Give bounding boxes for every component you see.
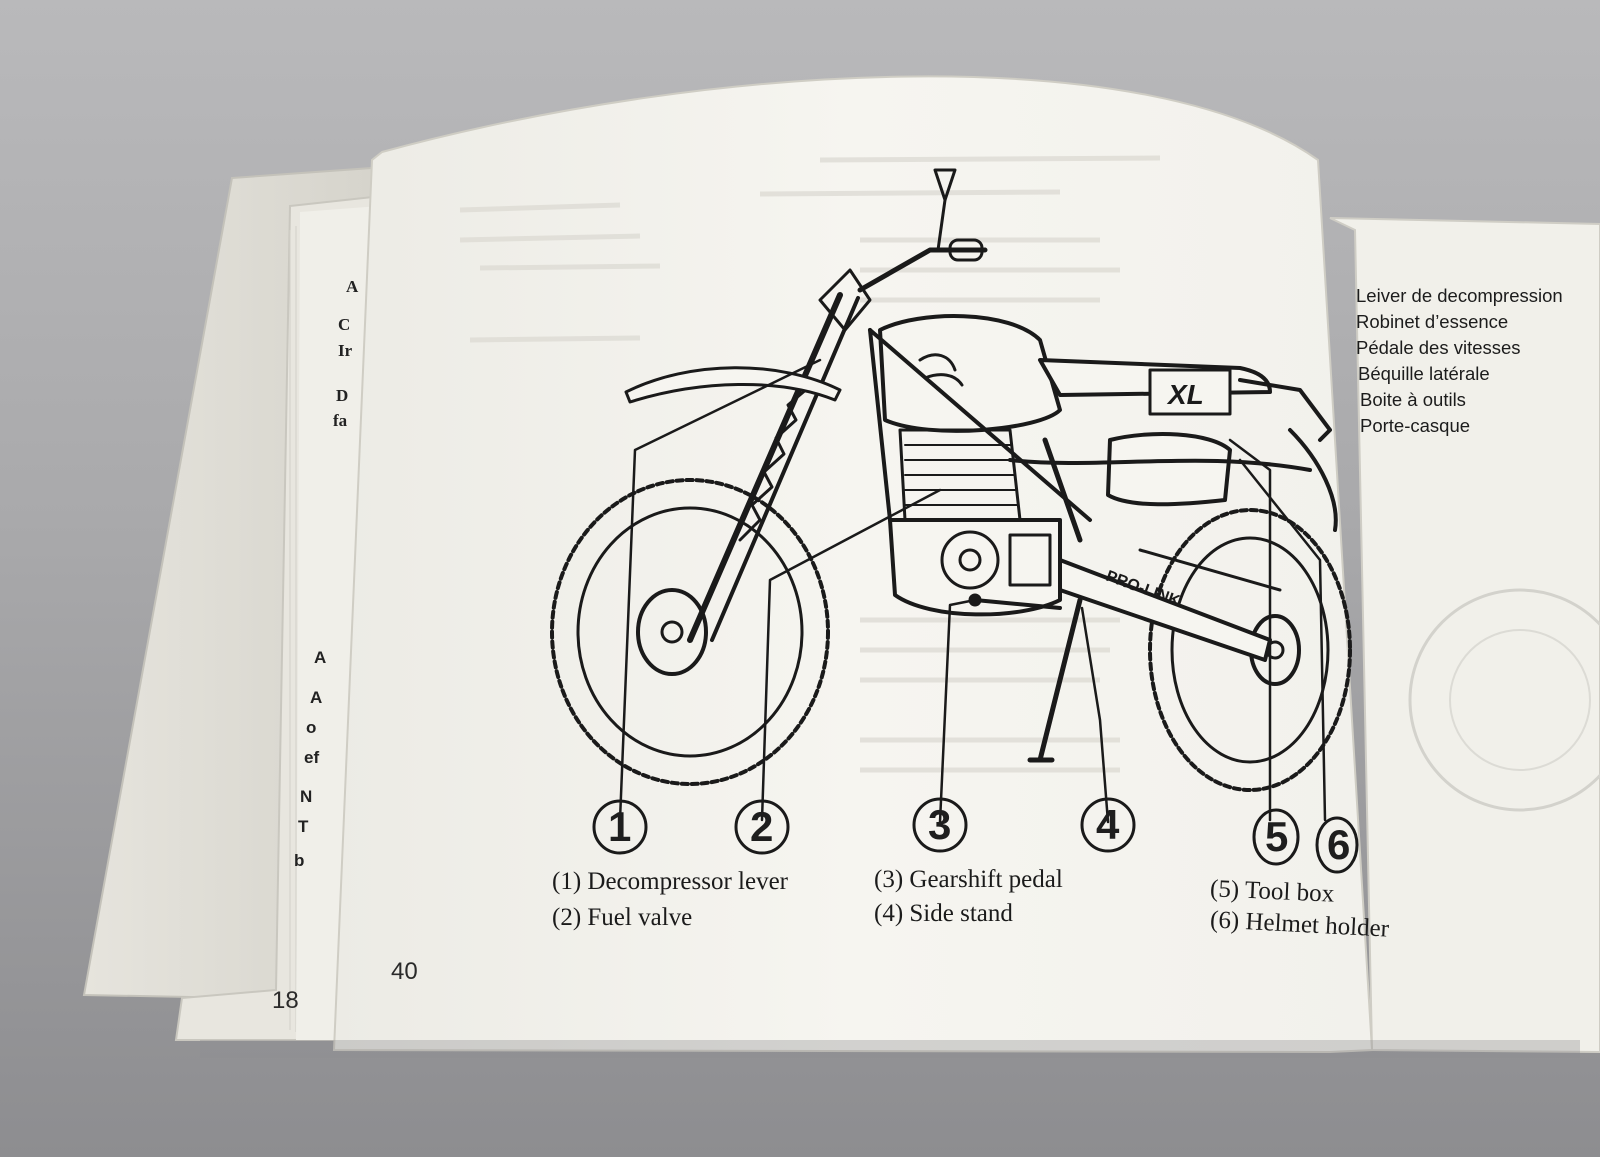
mirror-stem — [936, 198, 947, 252]
handle-grip — [948, 238, 984, 262]
fr-label-porte-casque: Porte-casque — [1360, 415, 1471, 436]
front-tire-inner — [576, 506, 804, 758]
left-fragment-7: A — [310, 688, 323, 707]
side-panel — [1106, 432, 1232, 507]
right-underlying-page — [1329, 217, 1600, 1054]
caption-side-stand: (4) Side stand — [874, 900, 1013, 927]
frame-backbone — [868, 328, 1092, 522]
swingarm — [1058, 558, 1272, 662]
mirror — [933, 168, 957, 202]
side-stand — [1037, 597, 1083, 763]
callout-number-3: 3 — [928, 801, 952, 848]
fr-label-pedale: Pédale des vitesses — [1356, 337, 1521, 358]
rear-shock — [1042, 437, 1083, 543]
fork-gaiter — [738, 386, 810, 542]
caption-tool-box: (5) Tool box — [1209, 875, 1335, 908]
honda-wing-logo — [918, 353, 964, 387]
fr-label-bequille: Béquille latérale — [1358, 363, 1490, 384]
callout-number-5: 5 — [1265, 813, 1289, 860]
caption-helmet-holder: (6) Helmet holder — [1209, 906, 1390, 943]
exhaust — [1008, 458, 1312, 472]
callout-leaders — [618, 358, 1327, 824]
caption-decompressor-lever: (1) Decompressor lever — [552, 868, 789, 895]
callout-circle-5 — [1252, 808, 1300, 866]
handlebar — [857, 247, 988, 293]
fr-label-boite: Boite à outils — [1360, 389, 1466, 410]
engine-fins — [904, 444, 1019, 506]
fr-label-decompression: Leiver de decompression — [1356, 285, 1563, 306]
main-page — [332, 75, 1374, 1054]
engine-side-box — [1008, 533, 1052, 587]
page-number: 40 — [391, 958, 418, 985]
callout-number-1: 1 — [608, 803, 632, 850]
callout-number-6: 6 — [1327, 821, 1351, 868]
clutch-cover — [940, 530, 1000, 590]
rear-fender — [1288, 428, 1338, 532]
left-fragment-6: A — [314, 648, 327, 667]
frame-downtube — [868, 328, 892, 522]
callout-circle-1 — [592, 799, 648, 855]
underlying-page-number: 18 — [272, 987, 299, 1014]
left-fragment-10: N — [300, 787, 313, 806]
rear-tire-inner — [1170, 536, 1330, 764]
callout-number-4: 4 — [1096, 801, 1120, 848]
callout-circle-6 — [1315, 816, 1359, 874]
left-fragment-1: A — [346, 277, 359, 296]
callout-circle-4 — [1080, 797, 1136, 853]
left-fragment-9: ef — [304, 748, 320, 767]
xl-badge-box — [1148, 368, 1232, 416]
xl-badge-text: XL — [1166, 379, 1204, 410]
front-fork-left — [687, 292, 843, 643]
chain-guard — [1138, 548, 1282, 592]
callout-circle-2 — [734, 799, 790, 855]
fr-label-robinet: Robinet d’essence — [1356, 311, 1509, 332]
front-hub — [660, 620, 684, 644]
left-fragment-11: T — [298, 817, 309, 836]
front-brake-disc — [636, 588, 708, 676]
front-tire-outer — [550, 478, 830, 786]
front-fork-right — [710, 296, 860, 642]
left-fragment-5: fa — [333, 411, 348, 430]
rear-tire-outer — [1148, 508, 1352, 792]
left-fragment-2: C — [338, 315, 351, 334]
caption-gearshift-pedal: (3) Gearshift pedal — [874, 866, 1063, 893]
left-fragment-8: o — [306, 718, 317, 737]
caption-fuel-valve: (2) Fuel valve — [552, 904, 693, 931]
gearshift-pedal — [973, 598, 1062, 610]
number-plate — [818, 268, 872, 332]
callout-circle-3 — [912, 797, 968, 853]
rear-rack — [1238, 378, 1332, 442]
left-fragment-12: b — [294, 851, 305, 870]
left-fragment-4: D — [336, 386, 349, 405]
right-page-faint-wheel — [1408, 588, 1600, 812]
callout-number-2: 2 — [750, 803, 774, 850]
left-fragment-3: Ir — [338, 341, 353, 360]
